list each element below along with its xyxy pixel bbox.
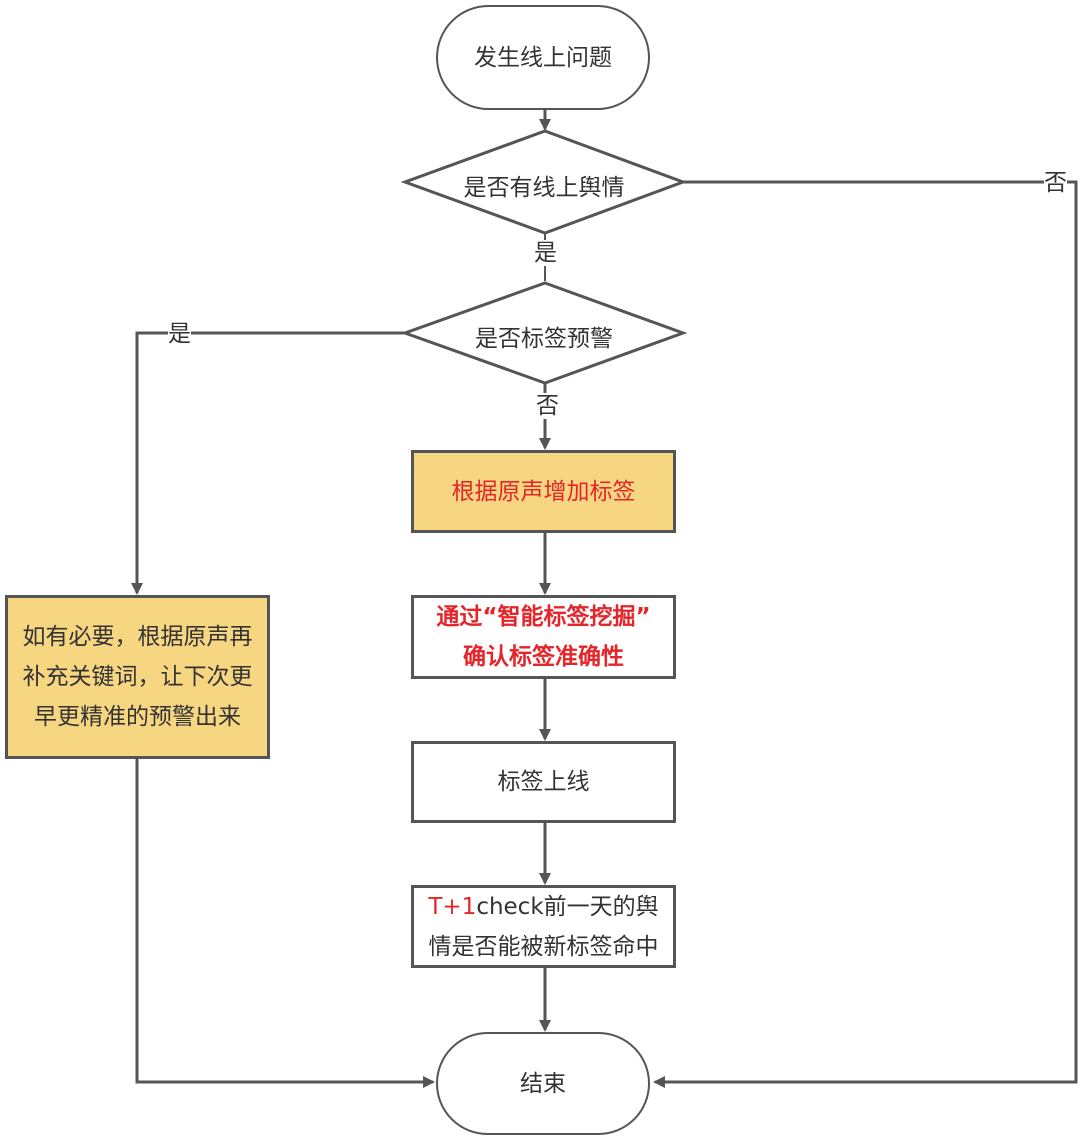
edge-label-tag-alert-no: 否 xyxy=(536,393,559,419)
start-node: 发生线上问题 xyxy=(436,5,650,110)
tag-online-label: 标签上线 xyxy=(497,769,590,795)
end-label: 结束 xyxy=(520,1070,566,1097)
edge-sentiment-no-to-end xyxy=(653,180,1078,1088)
decision-tag-alert-label: 是否标签预警 xyxy=(475,326,613,352)
tag-online-node: 标签上线 xyxy=(411,741,676,823)
verify-tag-label-line1: 通过“智能标签挖掘” xyxy=(436,604,651,630)
edge-label-tag-alert-yes: 是 xyxy=(168,321,191,347)
edge-label-sentiment-no: 否 xyxy=(1044,170,1067,196)
supplement-label-line3: 早更精准的预警出来 xyxy=(34,704,241,730)
supplement-keywords-node: 如有必要，根据原声再 补充关键词，让下次更 早更精准的预警出来 xyxy=(5,595,270,759)
supplement-label-line2: 补充关键词，让下次更 xyxy=(22,664,253,690)
t1-prefix: T+1 xyxy=(428,893,477,920)
edge-tag-alert-yes-to-supplement xyxy=(131,331,405,595)
add-tag-node: 根据原声增加标签 xyxy=(411,450,676,533)
t1-line1-rest: check前一天的舆 xyxy=(476,893,659,920)
edge-label-sentiment-yes: 是 xyxy=(534,240,557,266)
verify-tag-node: 通过“智能标签挖掘” 确认标签准确性 xyxy=(411,595,676,679)
end-node: 结束 xyxy=(436,1032,650,1135)
add-tag-label: 根据原声增加标签 xyxy=(451,478,636,505)
edge-supplement-to-end xyxy=(135,758,435,1088)
t1-check-label-line1: T+1check前一天的舆 xyxy=(428,887,658,927)
t1-check-label-line2: 情是否能被新标签命中 xyxy=(428,933,659,960)
verify-tag-label-line2: 确认标签准确性 xyxy=(463,644,624,670)
start-label: 发生线上问题 xyxy=(474,44,612,71)
decision-sentiment-label: 是否有线上舆情 xyxy=(463,175,625,201)
t1-check-node: T+1check前一天的舆 情是否能被新标签命中 xyxy=(411,885,676,968)
supplement-label-line1: 如有必要，根据原声再 xyxy=(22,624,253,650)
